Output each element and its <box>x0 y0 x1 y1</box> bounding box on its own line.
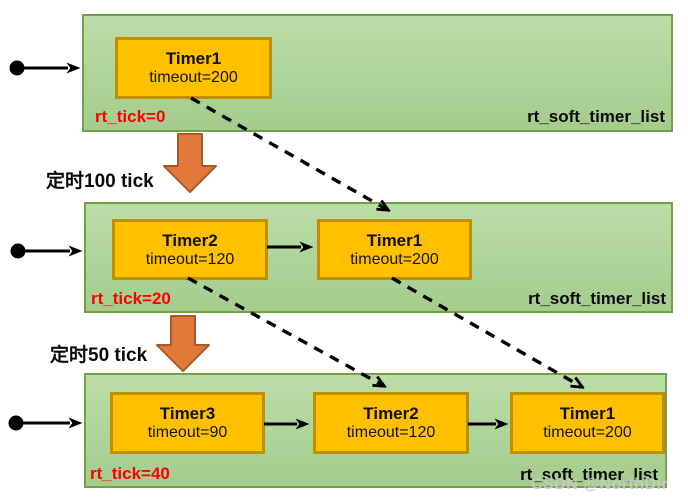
timer-node-timer1-panel3: Timer1 timeout=200 <box>510 392 665 454</box>
timer-name: Timer3 <box>159 404 216 423</box>
timer-node-timer1-panel2: Timer1 timeout=200 <box>317 219 472 280</box>
timer-timeout: timeout=200 <box>350 250 439 268</box>
list-name-label-panel2: rt_soft_timer_list <box>528 289 666 308</box>
timer-node-timer1-panel1: Timer1 timeout=200 <box>115 37 272 99</box>
rt-tick-label-panel3: rt_tick=40 <box>90 464 170 483</box>
timer-timeout: timeout=90 <box>147 424 228 441</box>
timer-timeout: timeout=200 <box>543 424 632 441</box>
watermark-text: CSDN @NorthDir <box>531 476 669 493</box>
list-name-label-panel1: rt_soft_timer_list <box>527 107 665 126</box>
timer-node-timer2-panel2: Timer2 timeout=120 <box>112 219 268 280</box>
timer-name: Timer2 <box>162 230 218 250</box>
rt-tick-label-panel1: rt_tick=0 <box>95 107 166 126</box>
timer-list-panel-3: Timer3 timeout=90 Timer2 timeout=120 Tim… <box>84 373 667 488</box>
step-down-arrow-1 <box>163 133 217 193</box>
timer-name: Timer2 <box>363 404 419 423</box>
timer-list-panel-1: Timer1 timeout=200 rt_tick=0 rt_soft_tim… <box>82 14 673 132</box>
timer-timeout: timeout=200 <box>149 69 238 86</box>
timer-name: Timer1 <box>559 404 616 423</box>
timer-name: Timer1 <box>165 49 222 68</box>
step-label-100tick: 定时100 tick <box>46 171 154 192</box>
step-down-arrow-2 <box>156 315 210 372</box>
list-head-dot-panel3 <box>8 415 24 431</box>
list-name-label-panel3: rt_soft_timer_list <box>520 465 658 484</box>
list-head-dot-panel1 <box>9 60 25 76</box>
rt-tick-label-panel2: rt_tick=20 <box>91 289 171 308</box>
timer-timeout: timeout=120 <box>346 424 436 441</box>
timer-list-panel-2: Timer2 timeout=120 Timer1 timeout=200 rt… <box>84 202 673 313</box>
timer-node-timer2-panel3: Timer2 timeout=120 <box>313 392 469 454</box>
timer-timeout: timeout=120 <box>145 250 235 268</box>
timer-name: Timer1 <box>366 230 423 250</box>
step-label-50tick: 定时50 tick <box>50 345 148 366</box>
list-head-dot-panel2 <box>10 243 26 259</box>
timer-node-timer3-panel3: Timer3 timeout=90 <box>110 392 265 454</box>
